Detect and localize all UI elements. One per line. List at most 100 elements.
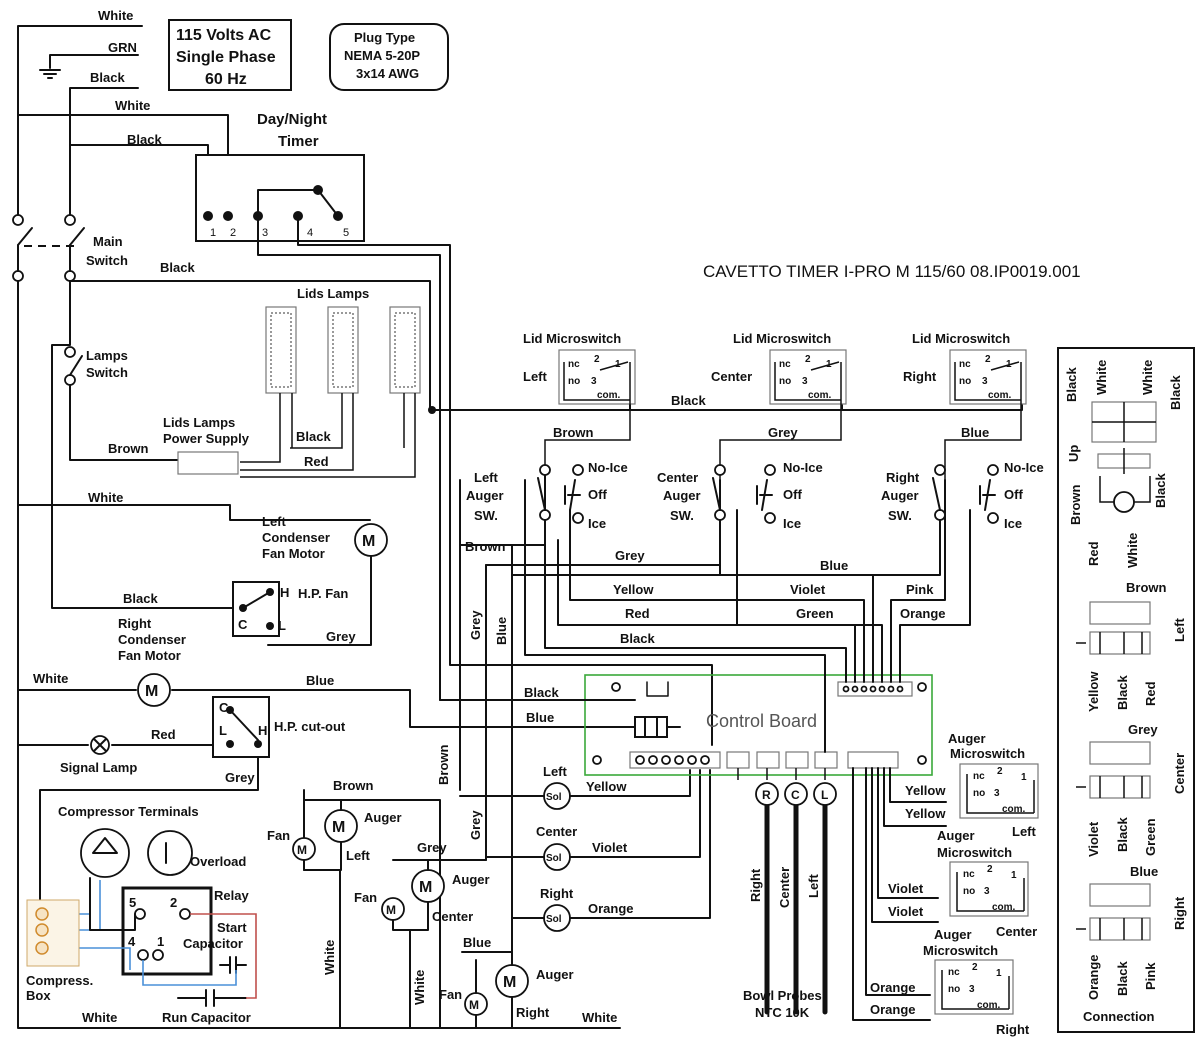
board-top-connector-pins [842,685,904,693]
wire-label-white-v2: White [412,970,427,1005]
start-capacitor [219,956,247,974]
timer-output-4 [297,215,713,746]
wire-label-black-hpfan: Black [123,591,158,606]
run-capacitor-label: Run Capacitor [162,1010,251,1025]
hp-fan-l: L [278,618,286,633]
right-auger-noice: No-Ice [1004,460,1044,475]
lid-left-2: 2 [594,354,600,365]
probe-r [755,782,779,806]
lid-left-no: no [568,376,580,387]
compressor-box-terminals [26,899,80,967]
left-fan-motor-symbol: M [362,533,375,550]
lamp-wires [240,393,416,478]
conn-red-1: Red [1086,541,1101,566]
board-auger-connector [847,751,899,769]
probe-l-label: L [821,788,828,802]
wire-label-white-fan: White [88,490,123,505]
center-sol-pos: Center [536,824,577,839]
center-solenoid-label: Sol [546,853,562,864]
wire-label-black-bus: Black [671,393,706,408]
auger-ms-center-1: Auger [937,828,975,843]
center-auger-pos: Center [432,909,473,924]
center-auger-motor-symbol: M [419,879,432,896]
conn-right-switch [1076,883,1151,941]
wire-label-grey-v2: Grey [468,810,483,840]
conn-black-1: Black [1064,367,1079,402]
lamps-power-supply [177,451,239,475]
lid-center-no: no [779,376,791,387]
wire-label-red-lamps: Red [304,454,329,469]
conn-grey: Grey [1128,722,1158,737]
conn-black-2: Black [1168,375,1183,410]
wire-label-red-signal: Red [151,727,176,742]
right-fan-symbol: M [469,998,479,1012]
signal-lamp-label: Signal Lamp [60,760,137,775]
control-board [584,674,933,776]
aug-center-2: 2 [987,864,993,875]
auger-microswitch-center [949,861,1029,917]
run-capacitor [177,989,247,1007]
wire-label-brown-lid-left: Brown [553,425,594,440]
wire-label-white-comp: White [82,1010,117,1025]
right-condenser-fan-motor [137,673,171,707]
wire-label-yellow-h: Yellow [613,582,654,597]
conn-red-2: Red [1143,681,1158,706]
day-night-timer [195,154,365,242]
wire-label-brown-auger-sw: Brown [465,539,506,554]
wire-label-black-lamps: Black [296,429,331,444]
wire-label-blue-h1: Blue [820,558,848,573]
overload-label: Overload [190,854,246,869]
timer-label-2: Timer [278,133,319,150]
lid-center-com: com. [808,390,832,401]
left-auger-sw-2: Auger [466,488,504,503]
conn-brown-1: Brown [1068,485,1083,526]
conn-switch-icon-2 [1097,448,1151,474]
center-fan-symbol: M [386,903,396,917]
aug-right-no: no [948,984,960,995]
connection-title: Connection [1083,1009,1155,1024]
auger-ms-right-2: Microswitch [923,943,998,958]
left-auger-sw-3: SW. [474,508,498,523]
center-auger-sw-1: Center [657,470,698,485]
compress-box-label-2: Box [26,988,51,1003]
aug-center-com: com. [992,902,1016,913]
wire-label-green-h: Green [796,606,834,621]
wire-label-white-bottom: White [582,1010,617,1025]
aug-right-nc: nc [948,967,960,978]
wire-label-white-rfan: White [33,671,68,686]
line-bus-black [69,280,431,411]
plug-wire: 3x14 AWG [356,66,419,81]
wire-label-yellow-sol: Yellow [586,779,627,794]
lid-microswitch-left-title: Lid Microswitch [523,331,621,346]
conn-center-pos: Center [1172,753,1187,794]
wire-label-yellow-aug-1: Yellow [905,783,946,798]
lamps-switch [51,280,179,461]
timer-pin-3: 3 [262,227,268,239]
right-auger-sw-2: Auger [881,488,919,503]
wire-label-violet-aug-2: Violet [888,904,924,919]
right-condenser-label-3: Fan Motor [118,648,181,663]
relay-pin-1: 1 [157,934,164,949]
lid-switch-black-bus [431,391,1023,411]
wire-label-yellow-aug-2: Yellow [905,806,946,821]
plug-box [329,23,449,91]
aug-center-nc: nc [963,869,975,880]
left-condenser-label-3: Fan Motor [262,546,325,561]
lid-microswitch-center-title: Lid Microswitch [733,331,831,346]
wire-label-black-top: Black [90,70,125,85]
timer-pin-1: 1 [210,227,216,239]
center-auger-sw-2: Auger [663,488,701,503]
start-capacitor-label-2: Capacitor [183,936,243,951]
aug-right-1: 1 [996,968,1002,979]
lamps-supply-label-1: Lids Lamps [163,415,235,430]
aug-center-no: no [963,886,975,897]
main-switch-label-2: Switch [86,253,128,268]
relay-pin-5: 5 [129,895,136,910]
conn-blue: Blue [1130,864,1158,879]
lid-center-2: 2 [805,354,811,365]
hp-fan-c: C [238,617,248,632]
plug-title: Plug Type [354,30,415,45]
relay-box [121,886,213,976]
conn-pink: Pink [1143,962,1158,990]
wire-label-blue-auger: Blue [463,935,491,950]
